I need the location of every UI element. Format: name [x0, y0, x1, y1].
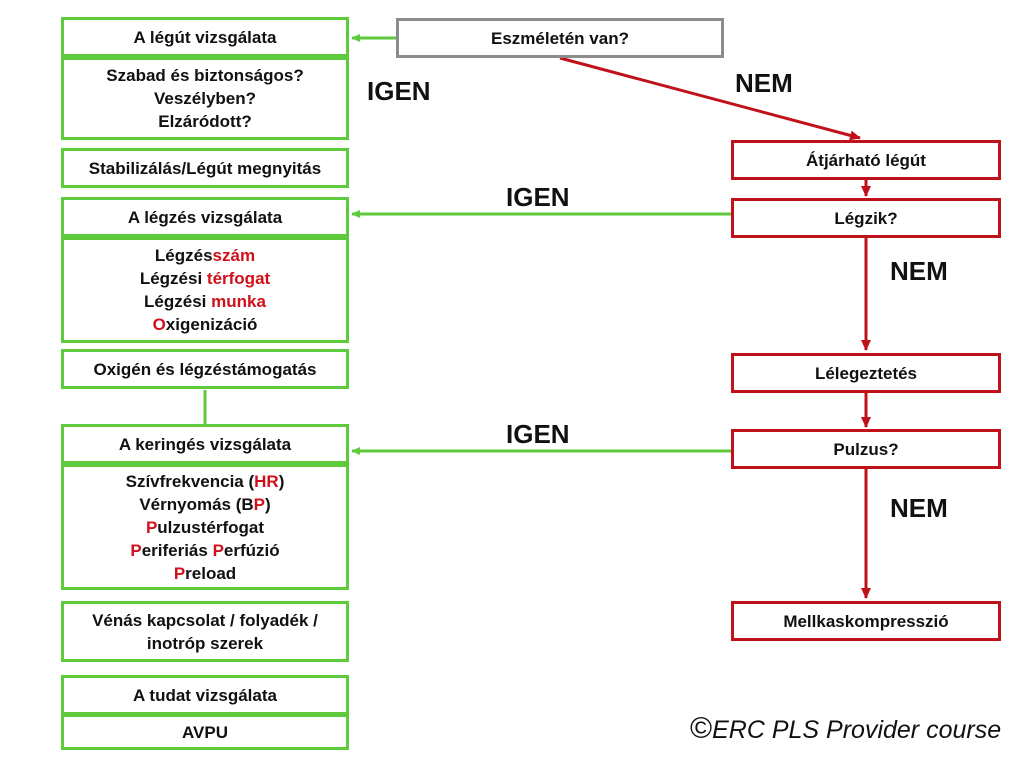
stabilize-airway-text: Stabilizálás/Légút megnyitás [88, 158, 322, 178]
venous-access-line-2: inotróp szerek [146, 633, 264, 653]
airway-questions-box: Szabad és biztonságos? Veszélyben? Elzár… [61, 57, 349, 140]
airway-patent-box: Átjárható légút [731, 140, 1001, 180]
avpu-box: AVPU [61, 714, 349, 750]
circulation-item-perfusion: Periferiás Perfúzió [130, 540, 280, 560]
circulation-item-preload: Preload [173, 563, 237, 583]
label-no-pulse: NEM [890, 493, 948, 523]
stabilize-airway-box: Stabilizálás/Légút megnyitás [61, 148, 349, 188]
copyright-notice: ©ERC PLS Provider course [690, 712, 1001, 746]
breathing-item-volume: Légzési térfogat [139, 269, 271, 288]
breathing-assessment-box: A légzés vizsgálata [61, 197, 349, 237]
circulation-assessment-title: A keringés vizsgálata [118, 434, 292, 454]
copyright-symbol: © [690, 712, 713, 745]
breathing-items-box: Légzésszám Légzési térfogat Légzési munk… [61, 237, 349, 343]
venous-access-line-1: Vénás kapcsolat / folyadék / [92, 610, 318, 630]
conscious-question-box: Eszméletén van? [396, 18, 724, 58]
airway-assessment-title: A légút vizsgálata [133, 27, 277, 47]
airway-question-2: Veszélyben? [153, 89, 257, 108]
oxygen-support-text: Oxigén és légzéstámogatás [93, 359, 317, 379]
label-yes-conscious: IGEN [367, 76, 431, 106]
airway-assessment-box: A légút vizsgálata [61, 17, 349, 57]
oxygen-support-box: Oxigén és légzéstámogatás [61, 349, 349, 389]
breathing-item-oxygenation: Oxigenizáció [152, 315, 258, 334]
chest-compressions-box: Mellkaskompresszió [731, 601, 1001, 641]
pulse-question-text: Pulzus? [833, 439, 899, 459]
consciousness-assessment-title: A tudat vizsgálata [133, 685, 277, 705]
pulse-question-box: Pulzus? [731, 429, 1001, 469]
label-yes-breathing: IGEN [506, 182, 570, 212]
circulation-item-hr: Szívfrekvencia (HR) [125, 471, 285, 491]
breathing-assessment-title: A légzés vizsgálata [127, 207, 283, 227]
conscious-question-text: Eszméletén van? [491, 28, 629, 48]
venous-access-box: Vénás kapcsolat / folyadék / inotróp sze… [61, 601, 349, 662]
label-no-conscious: NEM [735, 68, 793, 98]
label-yes-pulse: IGEN [506, 419, 570, 449]
circulation-item-bp: Vérnyomás (BP) [139, 494, 271, 514]
circulation-items-box: Szívfrekvencia (HR) Vérnyomás (BP) Pulzu… [61, 464, 349, 590]
circulation-assessment-box: A keringés vizsgálata [61, 424, 349, 464]
breathing-item-work: Légzési munka [144, 292, 266, 311]
airway-question-1: Szabad és biztonságos? [106, 66, 304, 85]
copyright-text: ERC PLS Provider course [712, 716, 1002, 744]
label-no-breathing: NEM [890, 256, 948, 286]
breathing-question-text: Légzik? [834, 208, 898, 228]
circulation-item-stroke-volume: Pulzustérfogat [145, 517, 265, 537]
breathing-item-rate: Légzésszám [154, 246, 256, 265]
airway-question-3: Elzáródott? [158, 112, 252, 131]
ventilation-text: Lélegeztetés [814, 363, 918, 383]
ventilation-box: Lélegeztetés [731, 353, 1001, 393]
avpu-text: AVPU [182, 722, 228, 742]
chest-compressions-text: Mellkaskompresszió [783, 611, 949, 631]
consciousness-assessment-box: A tudat vizsgálata [61, 675, 349, 715]
breathing-question-box: Légzik? [731, 198, 1001, 238]
arrow-conscious-no [559, 56, 861, 141]
airway-patent-text: Átjárható légút [806, 150, 926, 170]
